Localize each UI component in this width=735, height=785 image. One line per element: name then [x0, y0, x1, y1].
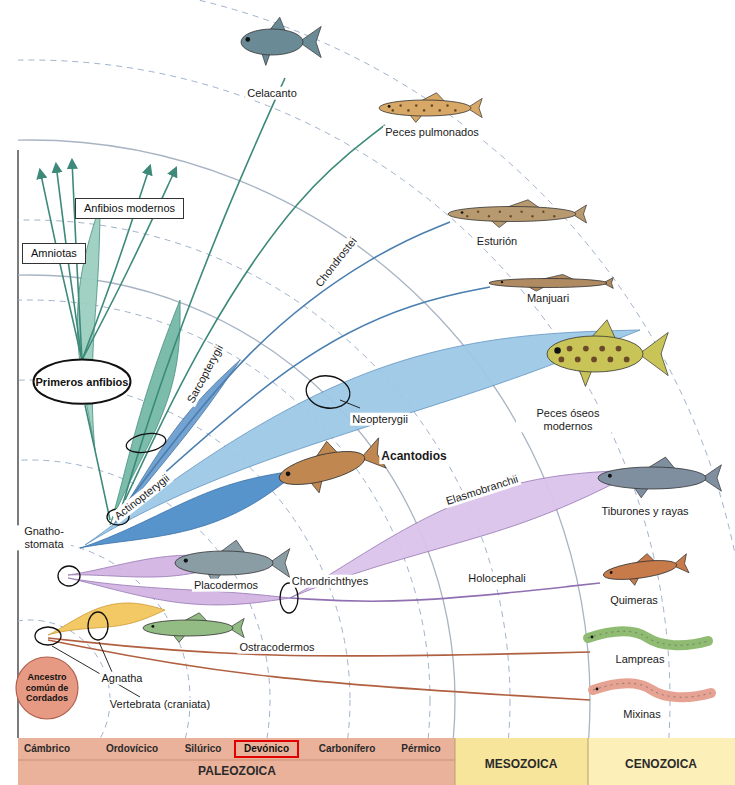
clade-oval [304, 372, 353, 411]
taxon-label: Holocephali [466, 572, 527, 585]
lineage-line [48, 640, 590, 700]
taxon-label: Vertebrata (craniata) [108, 698, 212, 711]
leader-line [99, 642, 112, 672]
lineage-line [85, 405, 110, 520]
taxon-label: Gnatho- stomata [17, 525, 71, 550]
era-label: PALEOZOICA [198, 765, 276, 779]
fish-figure [489, 274, 613, 291]
era-label: MESOZOICA [485, 758, 558, 772]
taxon-label: Tiburones y rayas [599, 505, 690, 518]
band-divider [455, 738, 456, 785]
fish-figure [598, 457, 721, 498]
taxon-label: Elasmobranchii [442, 472, 521, 508]
clade-oval [35, 627, 61, 645]
taxon-label: Peces óseos modernos [516, 407, 620, 432]
fish-figure [143, 613, 244, 643]
label-box: Amniotas [22, 243, 86, 264]
node-text: Devónico [244, 743, 289, 755]
lineage-line [82, 166, 150, 360]
clade-ellipse: Primeros anfibios [32, 358, 132, 405]
lineage-line [118, 287, 490, 515]
band-divider [588, 738, 589, 785]
taxon-label: Lampreas [614, 653, 667, 666]
lineage-spindle [80, 470, 300, 548]
taxon-label: Placodermos [192, 579, 260, 592]
lineage-line [125, 125, 385, 500]
fish-figure [601, 548, 689, 589]
label-box: Devónico [234, 740, 299, 758]
node-text: Amniotas [31, 247, 77, 260]
lineage-line [118, 222, 450, 515]
node-text: Primeros anfibios [36, 376, 129, 389]
taxon-label: Neopterygii [350, 413, 410, 426]
lineage-spindle [110, 300, 180, 525]
ancestor-circle: Ancestro común de Cordados [15, 656, 79, 720]
taxon-label: Celacanto [245, 87, 299, 100]
taxon-label: Esturión [475, 235, 519, 248]
period-label: Carbonífero [319, 743, 376, 755]
clade-oval [88, 612, 108, 640]
period-label: Pérmico [401, 743, 440, 755]
taxon-label: Quimeras [608, 594, 660, 607]
time-arc [18, 620, 110, 738]
period-label: Cámbrico [24, 743, 70, 755]
clade-oval [125, 431, 168, 456]
time-arc [18, 60, 670, 738]
lineage-spindle [290, 470, 640, 598]
node-text: Anfibios modernos [84, 202, 175, 215]
period-label: Ordovícico [106, 743, 158, 755]
band-divider [18, 760, 455, 761]
taxon-label: Actinopterygii [111, 470, 174, 523]
era-band [455, 738, 588, 785]
time-axis [17, 150, 18, 738]
time-arc [18, 300, 430, 738]
taxon-label: Peces pulmonados [383, 126, 481, 139]
eel-figure [593, 683, 711, 697]
lineage-spindle [68, 578, 290, 605]
node-text: Ancestro común de Cordados [19, 672, 75, 703]
fish-figure [448, 200, 587, 228]
taxon-label: Ostracodermos [237, 641, 316, 654]
taxon-label: Acantodios [379, 450, 448, 464]
time-arc [18, 0, 735, 738]
lineage-line [48, 638, 590, 656]
taxon-label: Chondrostei [312, 233, 361, 291]
era-label: CENOZOICA [625, 758, 697, 772]
era-band [588, 738, 735, 785]
leader-line [340, 400, 360, 408]
lineage-line [82, 168, 176, 360]
fish-figure [273, 429, 388, 501]
era-band [18, 738, 455, 785]
eel-figure [588, 631, 708, 645]
fish-figure [241, 17, 321, 65]
period-label: Silúrico [185, 743, 222, 755]
taxon-label: Sarcopterygii [183, 341, 226, 407]
lineage-line [118, 78, 285, 520]
fish-figure [379, 93, 482, 123]
taxon-label: Chondrichthyes [290, 575, 370, 588]
label-box: Anfibios modernos [75, 198, 184, 219]
taxon-label: Agnatha [100, 672, 145, 685]
taxon-label: Mixinas [621, 708, 662, 721]
clade-oval [280, 583, 298, 613]
fish-figure [547, 320, 668, 387]
taxon-label: Manjuari [525, 292, 571, 305]
clade-oval [58, 566, 80, 586]
